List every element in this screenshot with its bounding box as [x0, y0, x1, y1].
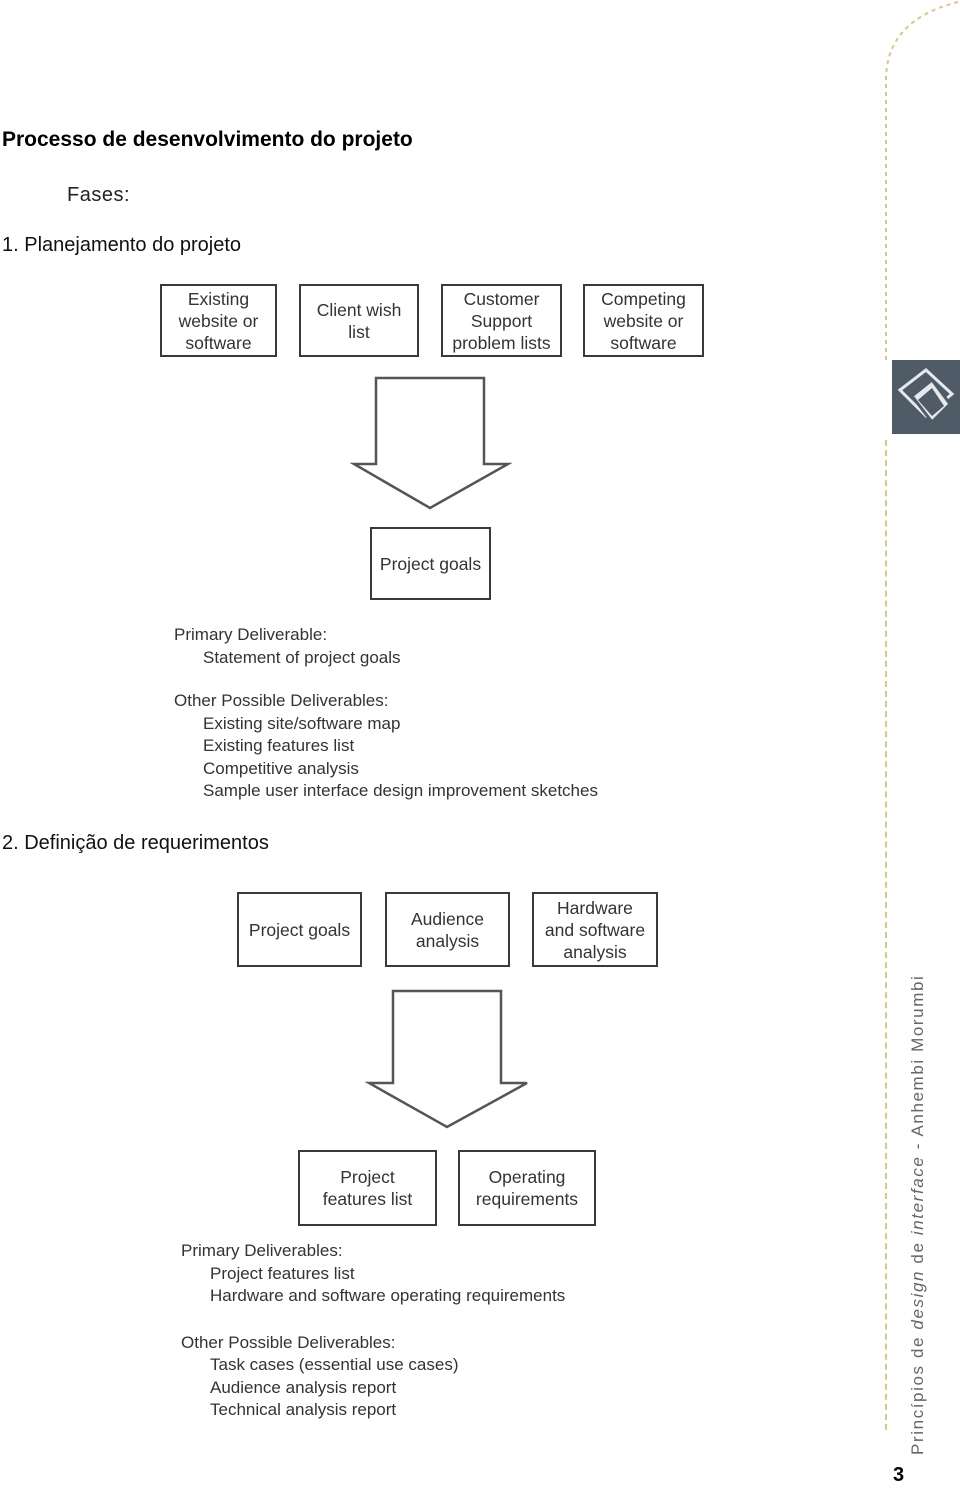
phase-1-input-existing-website: Existing website or software [160, 284, 277, 357]
book-logo-icon [892, 360, 960, 434]
sidebar-top-curve [885, 1, 959, 360]
phase-1-other-item: Existing features list [203, 736, 355, 755]
page-title: Processo de desenvolvimento do projeto [2, 128, 413, 151]
phase-2-input-hardware-software: Hardware and software analysis [532, 892, 658, 967]
phase-2-input-audience-analysis: Audience analysis [385, 892, 510, 967]
phase-2-other-item: Audience analysis report [210, 1377, 397, 1397]
phase-2-heading: 2. Definição de requerimentos [2, 832, 269, 854]
phase-1-primary-heading: Primary Deliverable: [174, 625, 328, 644]
phase-2-output-operating-requirements: Operating requirements [458, 1150, 596, 1226]
phase-1-input-client-wish-list: Client wish list [299, 284, 419, 357]
phase-2-primary-item: Hardware and software operating requirem… [210, 1286, 566, 1305]
sidebar-text-part: Princípios de [908, 1329, 927, 1455]
phase-2-input-project-goals: Project goals [237, 892, 362, 967]
phases-label: Fases: [67, 184, 131, 206]
phase-1-primary-item: Statement of project goals [203, 647, 401, 667]
phase-1-other-item: Competitive analysis [203, 758, 359, 778]
phase-1-other-item: Existing site/software map [203, 713, 401, 733]
sidebar-dashed-line [885, 440, 887, 1430]
phase-2-down-arrow [365, 989, 528, 1129]
phase-2-other-item: Technical analysis report [210, 1400, 397, 1419]
phase-1-heading: 1. Planejamento do projeto [2, 234, 242, 256]
phase-1-other-item: Sample user interface design improvement… [203, 781, 598, 800]
phase-2-primary-heading: Primary Deliverables: [181, 1241, 343, 1260]
phase-1-deliverables: Primary Deliverable: Statement of projec… [174, 624, 598, 803]
phase-2-deliverables: Primary Deliverables: Project features l… [181, 1240, 565, 1422]
sidebar-text-part: design [908, 1269, 927, 1330]
sidebar-text-part: interface [908, 1155, 927, 1236]
sidebar-text-part: - Anhembi Morumbi [908, 974, 927, 1156]
phase-2-output-features-list: Project features list [298, 1150, 437, 1226]
phase-2-other-item: Task cases (essential use cases) [210, 1355, 459, 1374]
sidebar-footer-text: Princípios de design de interface - Anhe… [908, 975, 928, 1455]
phase-1-input-competing-website: Competing website or software [583, 284, 704, 357]
phase-1-input-customer-support: Customer Support problem lists [441, 284, 562, 357]
phase-2-primary-item: Project features list [210, 1263, 355, 1283]
phase-2-other-heading: Other Possible Deliverables: [181, 1332, 396, 1352]
sidebar-text-part: de [908, 1235, 927, 1270]
page-number: 3 [893, 1464, 905, 1486]
phase-1-other-heading: Other Possible Deliverables: [174, 691, 389, 710]
phase-1-output-project-goals: Project goals [370, 527, 491, 600]
phase-1-down-arrow [350, 376, 512, 510]
